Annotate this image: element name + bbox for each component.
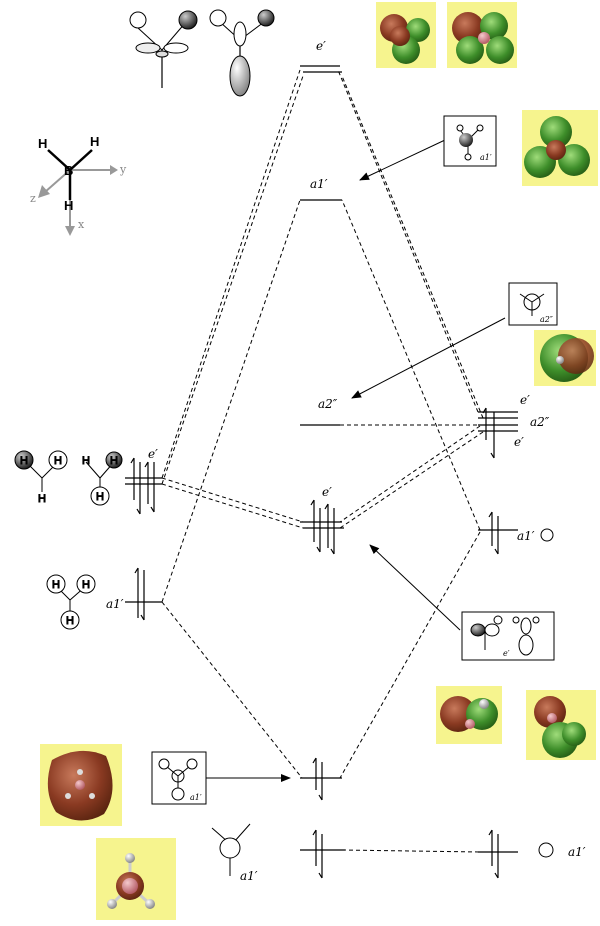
b-1s-sketch	[211, 823, 251, 876]
label-b-e-prime-lower: e′	[514, 435, 524, 449]
mo-levels	[300, 65, 345, 851]
orbital-render-e-prime-center-2	[526, 690, 596, 760]
hydrogen-label-2: H	[90, 134, 99, 149]
h3-e1-h-label-1: H	[20, 455, 28, 467]
h3-a1-h-label-1: H	[52, 579, 60, 591]
label-e-prime-center: e′	[322, 485, 332, 499]
label-e-prime-top: e′	[316, 39, 326, 53]
inset-a1-prime-top-label: a1′	[480, 153, 492, 162]
h3-e2-h-label-3: H	[96, 491, 104, 503]
h3-e-prime-fragment: H H H H H H	[14, 450, 123, 506]
label-left-a1-prime: a1′	[240, 869, 258, 883]
orbital-render-e-prime-2	[447, 2, 517, 68]
label-b-e-prime-upper: e′	[520, 393, 530, 407]
label-h3-e-prime: e′	[148, 447, 158, 461]
boron-label: B	[64, 163, 73, 178]
label-a2-dprime-center: a2″	[318, 397, 338, 411]
orbital-render-a1-core	[96, 838, 176, 920]
b-1s-orbital-icon	[538, 842, 554, 858]
label-a1-prime-upper: a1′	[310, 177, 328, 191]
inset-e-prime-label: e′	[503, 649, 510, 658]
axis-system: B H H H y z x	[30, 134, 127, 236]
orbital-render-e-prime-1	[376, 2, 436, 68]
orbital-render-e-prime-center-1	[436, 686, 502, 744]
h3-e1-h-label-3: H	[38, 493, 46, 505]
b-2s-orbital-icon	[540, 528, 554, 542]
inset-a1-prime-bottom: a1′	[151, 751, 207, 805]
label-h3-a1-prime: a1′	[106, 597, 124, 611]
h3-e-prime-sketch	[129, 9, 275, 97]
h3-e2-h-label-1: H	[82, 455, 90, 467]
inset-a1-prime-top: a1′	[443, 115, 497, 167]
correlation-lines	[161, 69, 484, 853]
label-b-a1-prime-2s: a1′	[517, 529, 535, 543]
x-axis-label: x	[78, 218, 85, 231]
orbital-render-a2-dprime	[534, 330, 596, 386]
z-axis-label: z	[30, 192, 36, 205]
hydrogen-label-3: H	[64, 198, 73, 213]
h3-e2-h-label-2: H	[110, 455, 118, 467]
inset-a2-dprime-label: a2″	[540, 315, 553, 324]
h3-a1-h-label-3: H	[66, 615, 74, 627]
inset-e-prime: e′	[461, 611, 555, 661]
h3-a1-h-label-2: H	[82, 579, 90, 591]
orbital-render-a1-bonding	[40, 744, 122, 826]
pointer-arrows	[206, 139, 506, 782]
label-b-a2-dprime: a2″	[530, 415, 550, 429]
electron-arrows	[130, 407, 499, 879]
inset-a2-dprime: a2″	[508, 282, 558, 326]
h3-a1-prime-fragment: H H H	[46, 574, 96, 630]
orbital-render-a1-prime-upper	[522, 110, 598, 186]
label-b-a1-prime-1s: a1′	[568, 845, 586, 859]
h3-e1-h-label-2: H	[54, 455, 62, 467]
y-axis-label: y	[119, 163, 127, 176]
hydrogen-label-1: H	[38, 136, 47, 151]
inset-a1-prime-bottom-label: a1′	[190, 793, 202, 802]
